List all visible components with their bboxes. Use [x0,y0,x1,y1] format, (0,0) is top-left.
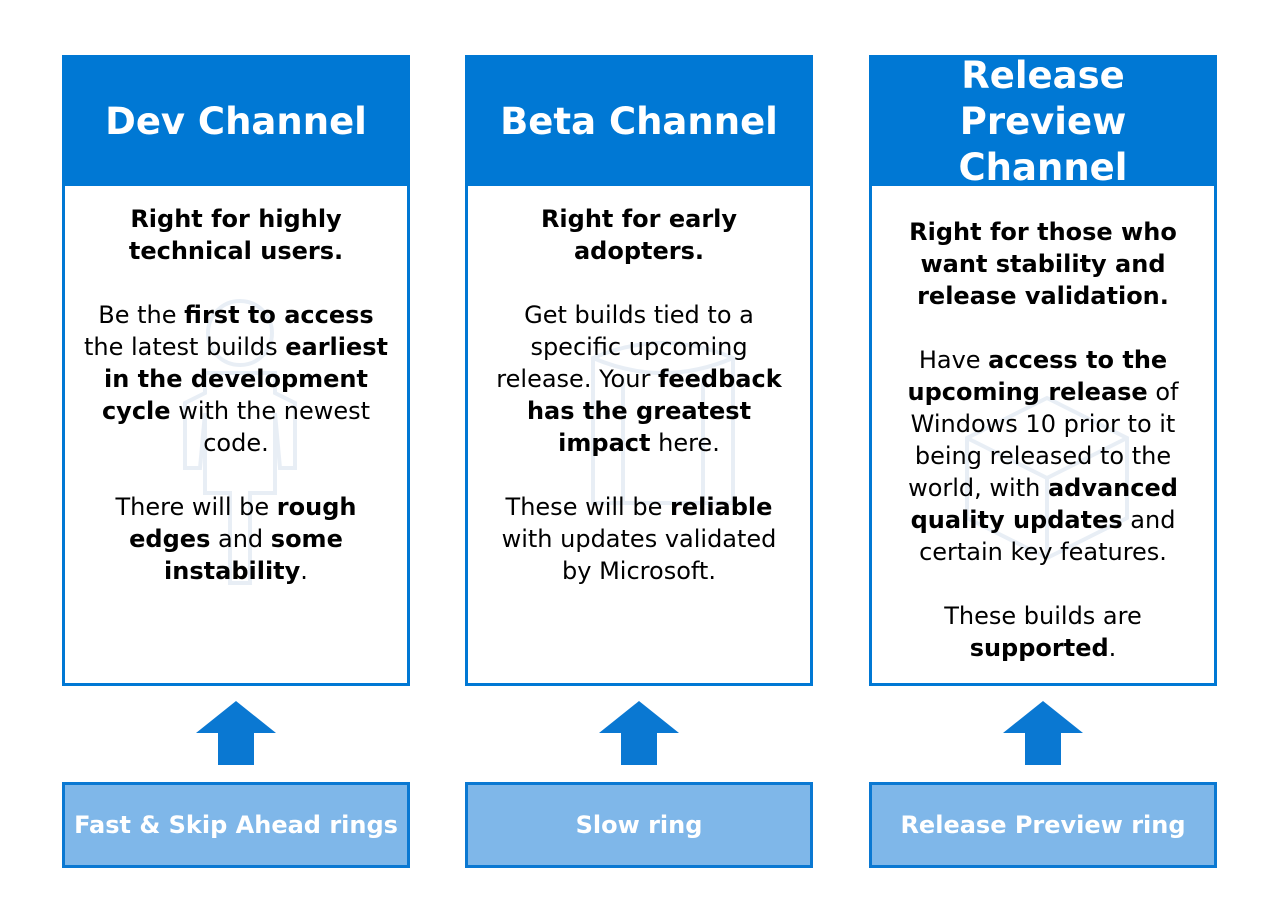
body-text: here. [650,429,720,457]
channel-card: Dev Channel Right for highly technical u… [62,55,410,686]
channel-paragraph: There will be rough edges and some insta… [83,491,389,587]
body-text: Have [918,346,989,374]
ring-label: Release Preview ring [869,782,1217,868]
arrow-up-icon [1003,701,1083,765]
emphasis-text: first to access [184,301,374,329]
cylinder-icon [591,341,735,505]
channel-paragraph: These will be reliable with updates vali… [486,491,792,587]
ring-label: Slow ring [465,782,813,868]
body-text: of Windows 10 prior to it being released… [908,378,1179,502]
channel-paragraph: Get builds tied to a specific upcoming r… [486,299,792,459]
body-text: and [210,525,271,553]
channel-description: Right for highly technical users. Be the… [83,203,389,619]
emphasis-text: supported [969,634,1109,662]
channel-title: Beta Channel [468,58,810,186]
arrow-up-icon [196,701,276,765]
ring-label: Fast & Skip Ahead rings [62,782,410,868]
channel-description: Right for those who want stability and r… [890,216,1196,683]
channel-title: Dev Channel [65,58,407,186]
body-text: with updates validated by Microsoft. [501,525,777,585]
channel-title-line: Beta Channel [500,100,778,143]
channel-paragraph: Be the first to access the latest builds… [83,299,389,459]
arrow-up-icon [599,701,679,765]
channel-paragraph: These builds are supported. [890,600,1196,664]
emphasis-text: advanced quality updates [910,474,1178,534]
body-text: These builds are [944,602,1142,630]
body-text: Get builds tied to a specific upcoming r… [496,301,754,393]
channel-lead: Right for early adopters. [540,205,738,265]
emphasis-text: rough edges [129,493,357,553]
cube-icon [965,395,1129,561]
body-text: There will be [115,493,277,521]
channel-title-line: Dev Channel [105,100,367,143]
emphasis-text: access to the upcoming release [907,346,1168,406]
channel-card: Release Preview Channel Right for those … [869,55,1217,686]
body-text: . [1108,634,1117,662]
channel-title-line: Channel [958,146,1128,189]
body-text: These will be [505,493,670,521]
body-text: with the newest code. [170,397,371,457]
body-text: . [300,557,308,585]
channel-description: Right for early adopters. Get builds tie… [486,203,792,619]
channel-title-line: Release Preview [959,55,1127,143]
person-icon [183,299,297,585]
channel-title: Release Preview Channel [872,55,1214,189]
body-text: the latest builds [83,333,286,361]
channel-card: Beta Channel Right for early adopters. G… [465,55,813,686]
emphasis-text: some instability [164,525,343,585]
emphasis-text: feedback has the greatest impact [526,365,782,457]
channel-lead: Right for highly technical users. [128,205,344,265]
channel-paragraph: Have access to the upcoming release of W… [890,344,1196,568]
body-text: and certain key features. [919,506,1176,566]
emphasis-text: reliable [669,493,773,521]
emphasis-text: earliest in the development cycle [101,333,389,425]
channel-lead: Right for those who want stability and r… [909,218,1177,310]
body-text: Be the [98,301,185,329]
